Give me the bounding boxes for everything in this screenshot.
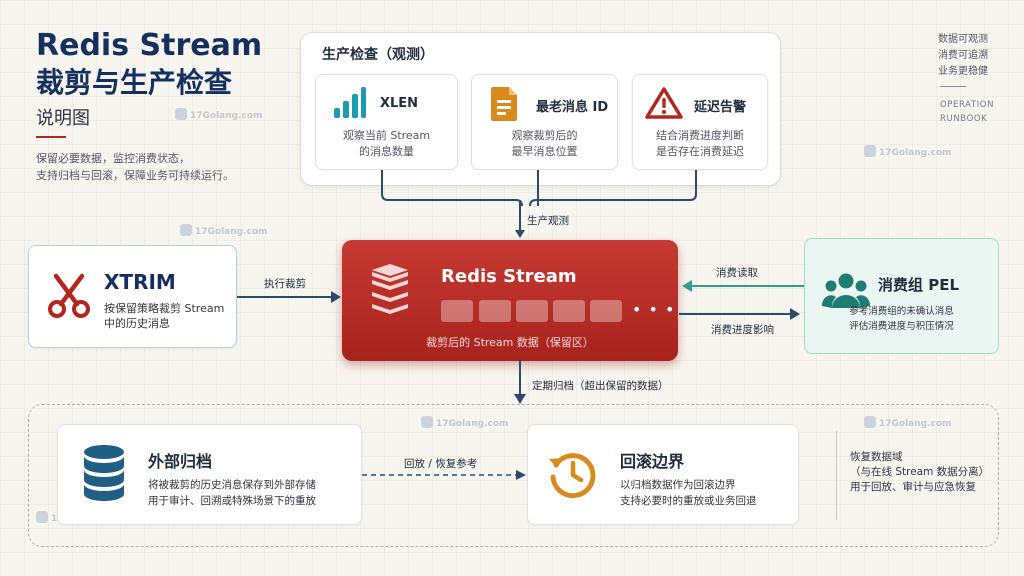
recovery-domain-line: 用于回放、审计与应急恢复 [850,481,976,493]
archive-flow-label: 定期归档（超出保留的数据） [532,380,669,392]
consumer-impact-arrow-head [790,308,800,320]
oldest-id-title: 最老消息 ID [536,100,609,115]
watermark: 17Golang.com [180,224,267,237]
xtrim-box [28,245,237,348]
description-line: 支持归档与回滚，保障业务可持续运行。 [36,169,234,182]
users-icon [822,273,870,308]
consumer-group-pel-description: 参考消费组的未确认消息 评估消费进度与积压情况 [804,304,999,334]
xlen-desc-line: 的消息数量 [359,145,414,158]
xtrim-title: XTRIM [104,270,176,294]
recovery-domain-title: 恢复数据域 [850,451,903,463]
stream-entry [479,300,511,322]
production-check-title: 生产检查（观测） [322,47,434,63]
consumer-impact-label: 消费进度影响 [711,324,774,336]
delay-alert-card [632,74,768,170]
page-subtitle: 裁剪与生产检查 [36,66,233,99]
xtrim-desc-line: 中的历史消息 [104,317,170,330]
page-description: 保留必要数据，监控消费状态， 支持归档与回滚，保障业务可持续运行。 [36,150,276,184]
consumer-impact-line [679,313,792,315]
recovery-region [28,404,999,547]
watermark: 17Golang.com [864,416,951,429]
external-archive-description: 将被裁剪的历史消息保存到外部存储 用于审计、回溯或特殊场景下的重放 [148,477,316,509]
xtrim-arrow-line [237,296,333,298]
stream-entry [441,300,473,322]
consumer-group-pel-box [804,238,999,354]
description-line: 保留必要数据，监控消费状态， [36,152,190,165]
archive-flow-arrow-head [514,394,526,404]
meta-label-line: RUNBOOK [940,114,988,124]
page-caption: 说明图 [36,108,90,129]
redis-stream-box [342,240,678,361]
rollback-boundary-title: 回滚边界 [620,452,685,471]
restore-arrow [362,470,526,480]
document-icon [491,87,517,121]
consumer-read-label: 消费读取 [716,267,758,279]
xlen-description: 观察当前 Stream 的消息数量 [315,128,458,160]
watermark: 17Golang.com [175,108,262,121]
stream-more-dots: • • • [632,300,676,319]
oldest-id-desc-line: 最早消息位置 [511,145,578,158]
oldest-id-card [471,74,618,170]
warning-icon [645,87,683,119]
xtrim-description: 按保留策略裁剪 Stream 中的历史消息 [104,301,224,331]
meta-tag: 数据可观测 [938,34,988,45]
recovery-domain-text: 恢复数据域 （与在线 Stream 数据分离） 用于回放、审计与应急恢复 [850,450,989,495]
pel-desc-line: 评估消费进度与积压情况 [849,321,954,332]
meta-tag: 消费可追溯 [938,50,988,61]
redis-stream-title: Redis Stream [441,266,577,287]
xtrim-arrow-label: 执行裁剪 [264,278,306,290]
recovery-domain-divider [836,431,837,520]
production-observe-label: 生产观测 [527,215,569,227]
watermark: 17Golang.com [864,145,951,158]
scissors-icon [48,273,90,318]
consumer-read-arrow-head [682,280,692,292]
consumer-group-pel-title: 消费组 PEL [878,276,960,294]
delay-alert-desc-line: 是否存在消费延迟 [656,145,744,158]
xlen-title: XLEN [380,96,419,111]
page-title: Redis Stream [36,28,263,63]
meta-tags: 数据可观测 消费可追溯 业务更稳健 [938,32,1018,80]
meta-tag: 业务更稳健 [938,66,988,77]
meta-label: OPERATION RUNBOOK [940,98,994,126]
redis-stream-footer: 裁剪后的 Stream 数据（保留区） [426,336,594,349]
pel-desc-line: 参考消费组的未确认消息 [849,306,954,317]
xlen-card [315,74,458,170]
history-icon [549,453,596,499]
archive-desc-line: 将被裁剪的历史消息保存到外部存储 [148,479,316,491]
delay-alert-description: 结合消费进度判断 是否存在消费延迟 [632,128,768,160]
database-icon [84,445,124,501]
production-observe-connector [381,170,697,238]
xtrim-arrow-head [331,291,341,303]
stream-entry [553,300,585,322]
bar-chart-icon [334,87,366,118]
archive-desc-line: 用于审计、回溯或特殊场景下的重放 [148,495,316,507]
xlen-desc-line: 观察当前 Stream [342,129,431,142]
archive-flow-line [519,361,521,397]
watermark: 17Golang.com [421,416,508,429]
xtrim-desc-line: 按保留策略裁剪 Stream [104,302,225,315]
delay-alert-desc-line: 结合消费进度判断 [656,129,744,142]
title-divider [36,136,66,138]
rollback-boundary-description: 以归档数据作为回滚边界 支持必要时的重放或业务回退 [620,477,757,509]
rollback-desc-line: 以归档数据作为回滚边界 [620,479,736,491]
external-archive-box [57,424,362,525]
restore-label: 回放 / 恢复参考 [404,458,478,470]
oldest-id-description: 观察裁剪后的 最早消息位置 [471,128,618,160]
meta-divider [940,86,966,87]
recovery-domain-line: （与在线 Stream 数据分离） [850,466,990,478]
stream-entry [516,300,548,322]
meta-label-line: OPERATION [940,100,995,110]
stream-entry [590,300,622,322]
delay-alert-title: 延迟告警 [694,100,747,115]
redis-stack-icon [372,264,408,314]
rollback-desc-line: 支持必要时的重放或业务回退 [620,495,757,507]
consumer-read-line [690,285,804,287]
oldest-id-desc-line: 观察裁剪后的 [511,129,578,142]
external-archive-title: 外部归档 [148,452,213,471]
